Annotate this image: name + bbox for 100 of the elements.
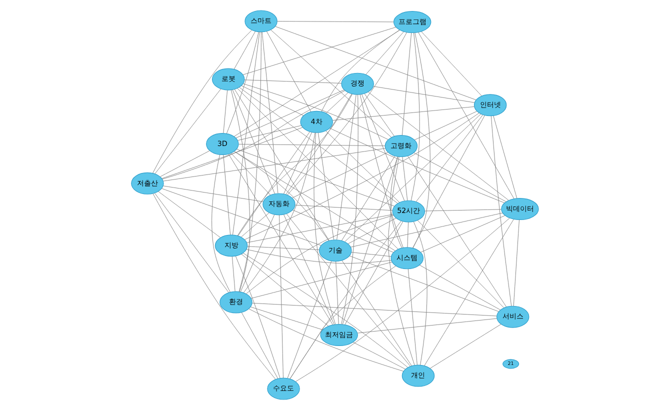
connector [326, 92, 348, 114]
connector [413, 221, 428, 366]
connector [248, 308, 404, 372]
connector [416, 114, 484, 202]
connector [154, 88, 222, 174]
connector [242, 26, 396, 75]
connector [240, 212, 270, 238]
connector [332, 106, 475, 121]
connector [235, 256, 280, 378]
connector [162, 188, 322, 246]
connector [246, 214, 394, 243]
connector [341, 156, 396, 241]
connector [414, 111, 478, 140]
connector [152, 193, 276, 380]
connector [262, 32, 278, 194]
connector [318, 132, 334, 240]
connector [292, 152, 388, 198]
connector [232, 32, 260, 236]
connector [362, 94, 405, 202]
connector [158, 191, 221, 238]
connector [336, 94, 356, 240]
connector [344, 114, 482, 242]
connector [250, 306, 323, 330]
connector [250, 262, 392, 299]
connector [410, 32, 420, 201]
connector [286, 214, 410, 366]
connector [513, 220, 520, 306]
connector [419, 264, 501, 310]
connector [270, 30, 392, 138]
connector [352, 342, 406, 370]
connector [342, 156, 398, 325]
connector [430, 324, 502, 369]
connector [412, 32, 430, 248]
connector [279, 214, 284, 378]
connector [232, 90, 275, 194]
connector [344, 221, 404, 325]
connector [243, 132, 316, 293]
connector [246, 249, 392, 264]
connector [342, 260, 412, 366]
connector [212, 154, 230, 292]
connector [493, 116, 518, 199]
connector [286, 94, 352, 195]
connector [325, 130, 400, 203]
connector [238, 87, 398, 204]
connector [407, 222, 409, 248]
connector [364, 93, 395, 137]
connector [162, 127, 303, 179]
connector [351, 252, 392, 257]
connector [246, 215, 394, 294]
connector [160, 150, 210, 177]
connector [241, 85, 304, 116]
connector [373, 86, 475, 103]
connector [241, 254, 329, 326]
connector [237, 88, 398, 250]
connector [341, 94, 358, 324]
connector [321, 30, 400, 112]
connector [402, 156, 408, 201]
connector [366, 31, 404, 75]
connector [226, 32, 259, 134]
connector [414, 152, 506, 202]
connector [390, 156, 402, 248]
connector [295, 218, 510, 382]
connector [232, 256, 236, 292]
connector [360, 94, 404, 248]
connector [420, 215, 506, 252]
connector [242, 252, 408, 368]
connector [348, 218, 396, 244]
connector [244, 112, 480, 240]
connector [277, 21, 394, 22]
connector [244, 80, 342, 84]
connector [234, 89, 330, 241]
connector [330, 128, 505, 204]
connector [275, 26, 476, 100]
connector [238, 32, 262, 292]
connector [490, 116, 512, 306]
connector [236, 90, 344, 138]
connector [412, 115, 485, 248]
connector [266, 31, 312, 112]
connector [234, 151, 396, 252]
connector [290, 220, 402, 380]
connector [234, 30, 400, 137]
connector [421, 31, 482, 96]
connector [417, 220, 504, 308]
connector [234, 151, 329, 241]
connector [424, 209, 502, 212]
connector [154, 192, 229, 293]
connector [238, 131, 310, 236]
connector [238, 144, 386, 146]
connector [163, 186, 264, 202]
connector [163, 148, 386, 182]
connector [240, 214, 275, 292]
connector [242, 83, 388, 140]
connector [284, 214, 334, 325]
connector [402, 32, 412, 136]
connector [234, 31, 256, 70]
connector [314, 132, 336, 324]
connector [407, 156, 507, 308]
connector [252, 302, 497, 316]
connector [223, 154, 231, 235]
connector [287, 260, 332, 378]
